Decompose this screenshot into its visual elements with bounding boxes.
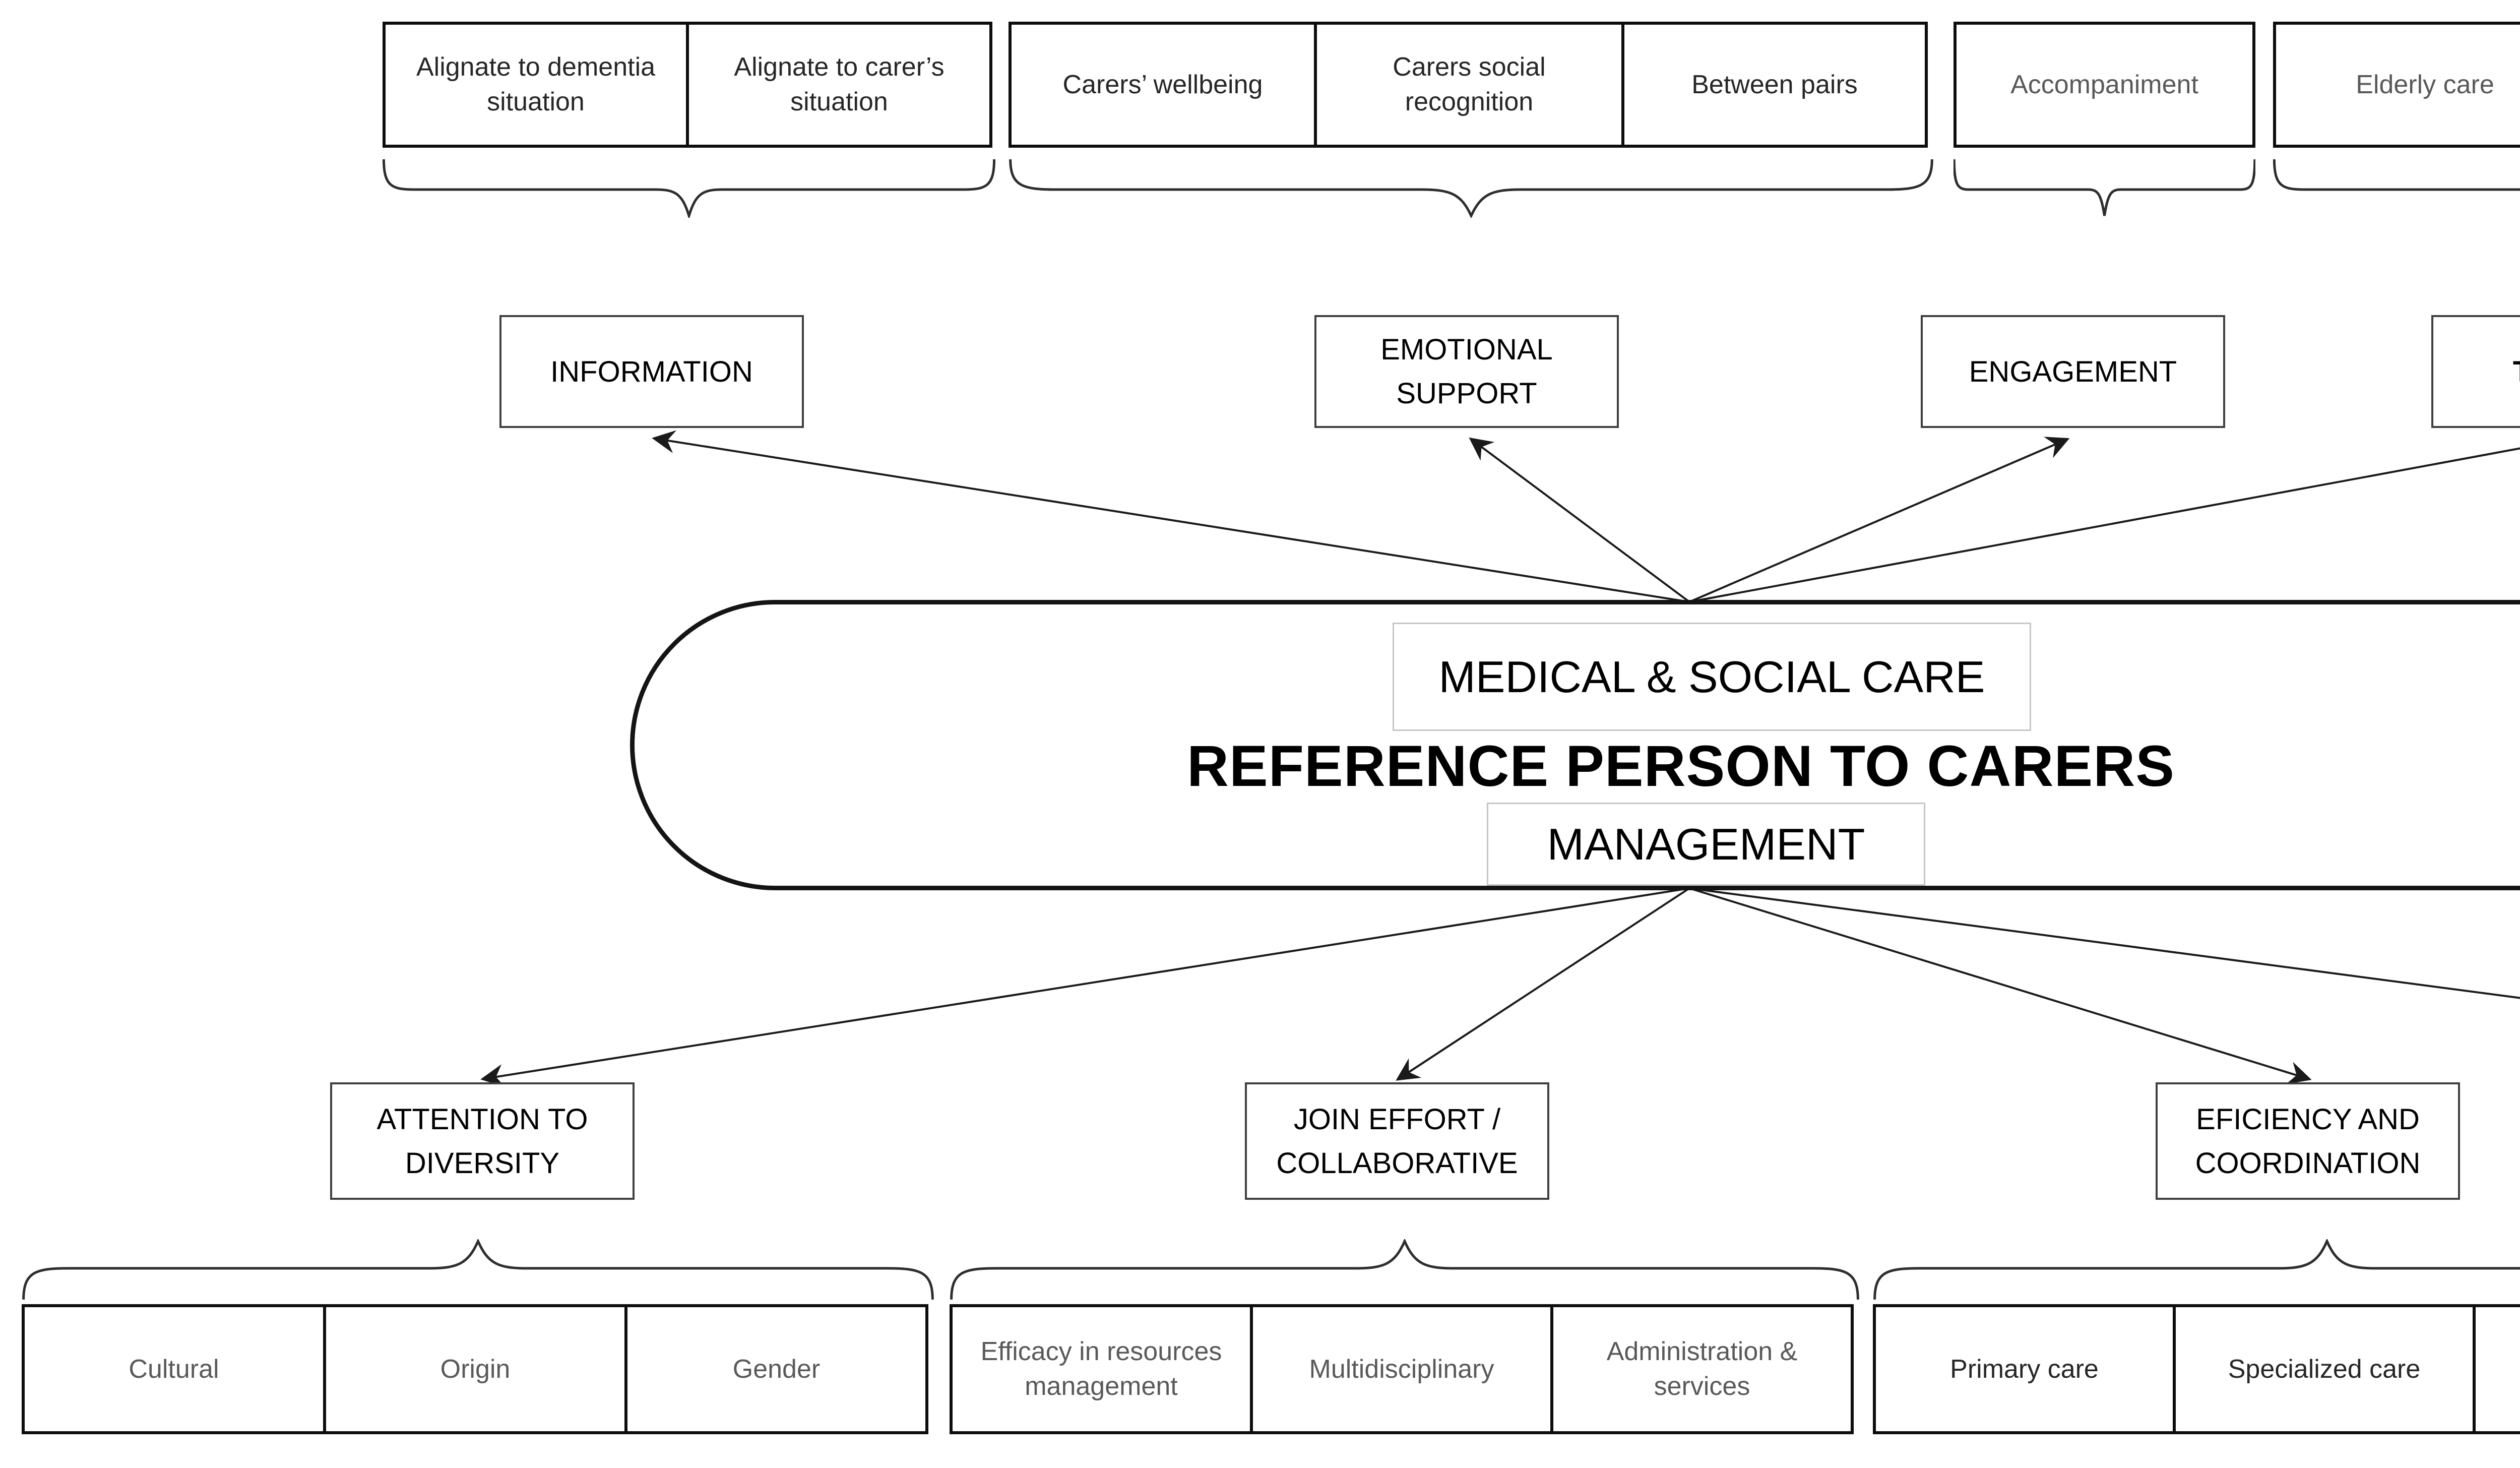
node-label: Efficacy in resources management [980,1337,1222,1401]
brace-diversity-group [22,1239,934,1302]
node-label: Accompaniment [2010,70,2198,99]
node-alignate-carers: Alignate to carer’s situation [686,22,992,148]
category-label: ATTENTION TO DIVERSITY [376,1103,588,1180]
node-primary-care: Primary care [1873,1304,2176,1434]
category-information: INFORMATION [499,315,804,428]
node-social-care: Social care [2473,1304,2520,1434]
node-label: Multidisciplinary [1309,1354,1494,1384]
brace-eficiency-group [1873,1239,2520,1302]
node-label: Origin [440,1354,511,1384]
node-label: Between pairs [1691,70,1858,99]
node-label: Carers social recognition [1393,52,1546,116]
management-label: MANAGEMENT [1547,819,1865,869]
brace-engagement-group [1954,157,2255,218]
training-items-group: Elderly care Empowerment [2273,22,2520,148]
category-label: EFICIENCY AND COORDINATION [2195,1103,2421,1180]
brace-training-group [2273,157,2520,218]
information-items-group: Alignate to dementia situation Alignate … [383,22,992,148]
category-training: TRAINING [2431,315,2520,428]
reference-person-title: REFERENCE PERSON TO CARERS [1187,734,2175,799]
eficiency-items-group: Primary care Specialized care Social car… [1873,1304,2520,1434]
node-label: Carers’ wellbeing [1062,70,1263,99]
join-effort-items-group: Efficacy in resources management Multidi… [950,1304,1854,1434]
arrow-to-attention-to-diversity [480,887,1690,1087]
arrow-to-eficiency [1689,887,2312,1084]
category-emotional-support: EMOTIONAL SUPPORT [1314,315,1619,428]
node-between-pairs: Between pairs [1621,22,1928,148]
node-accompaniment: Accompaniment [1954,22,2255,148]
node-administration-services: Administration & services [1550,1304,1854,1434]
node-carers-social-recognition: Carers social recognition [1314,22,1624,148]
node-multidisciplinary: Multidisciplinary [1250,1304,1553,1434]
node-label: Cultural [129,1354,219,1384]
category-label: EMOTIONAL SUPPORT [1380,333,1553,410]
medical-social-care-box: MEDICAL & SOCIAL CARE [1393,623,2031,731]
node-elderly-care: Elderly care [2273,22,2520,148]
node-label: Alignate to dementia situation [416,52,656,116]
medical-social-care-label: MEDICAL & SOCIAL CARE [1438,651,1985,702]
emotional-support-items-group: Carers’ wellbeing Carers social recognit… [1009,22,1928,148]
category-eficiency-coordination: EFICIENCY AND COORDINATION [2156,1082,2460,1200]
arrow-to-accesibility [1689,887,2520,999]
arrow-to-join-effort [1396,887,1690,1081]
category-join-effort: JOIN EFFORT / COLLABORATIVE [1245,1082,1549,1200]
node-label: Elderly care [2356,70,2494,99]
node-efficacy-resources: Efficacy in resources management [950,1304,1253,1434]
node-label: Specialized care [2228,1354,2421,1384]
node-label: Alignate to carer’s situation [734,52,944,116]
arrow-to-information [652,430,1690,603]
node-alignate-dementia: Alignate to dementia situation [383,22,689,148]
arrow-to-engagement [1689,437,2070,603]
node-carers-wellbeing: Carers’ wellbeing [1009,22,1317,148]
engagement-items-group: Accompaniment [1954,22,2255,148]
node-cultural: Cultural [22,1304,326,1434]
category-label: ENGAGEMENT [1969,355,2177,388]
node-label: Primary care [1950,1354,2099,1384]
category-label: INFORMATION [550,355,753,388]
brace-information-group [383,157,995,218]
category-attention-to-diversity: ATTENTION TO DIVERSITY [330,1082,635,1200]
node-specialized-care: Specialized care [2173,1304,2476,1434]
node-label: Gender [732,1354,821,1384]
node-gender: Gender [624,1304,928,1434]
arrow-to-training [1689,447,2520,603]
brace-join-effort-group [950,1239,1860,1302]
arrow-to-emotional-support [1469,437,1690,603]
management-box: MANAGEMENT [1487,803,1925,886]
category-engagement: ENGAGEMENT [1921,315,2225,428]
diversity-items-group: Cultural Origin Gender [22,1304,928,1434]
brace-emotional-support-group [1009,157,1934,218]
node-label: Administration & services [1606,1337,1798,1401]
category-label: TRAINING [2513,350,2520,394]
node-origin: Origin [323,1304,627,1434]
category-label: JOIN EFFORT / COLLABORATIVE [1276,1103,1518,1180]
